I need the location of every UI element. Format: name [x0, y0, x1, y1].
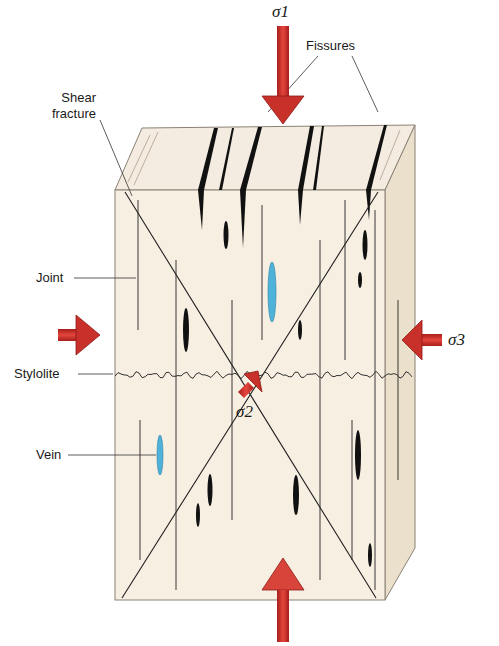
fissures-label: Fissures	[306, 38, 355, 54]
side-face	[385, 125, 415, 600]
stress-arrow	[262, 558, 304, 590]
veins	[157, 262, 276, 475]
stress-arrow	[277, 26, 289, 96]
joint-label: Joint	[36, 270, 63, 286]
front-face	[115, 190, 385, 600]
shear-fracture-lines	[122, 192, 378, 598]
stylolite-line	[115, 371, 412, 378]
stress-arrow	[422, 334, 442, 346]
joint-lines	[138, 200, 398, 590]
stress-label: σ1	[272, 2, 289, 22]
shear-fracture-label: Shear fracture	[34, 90, 96, 121]
fissure-lenses	[183, 221, 372, 567]
stress-label: σ2	[236, 402, 253, 422]
stress-arrow	[238, 366, 262, 398]
leader-lines	[68, 56, 378, 455]
top-face	[115, 125, 415, 190]
stress-arrow	[58, 329, 76, 341]
vein-label: Vein	[36, 447, 61, 463]
stress-label: σ3	[448, 330, 465, 350]
stylolite-label: Stylolite	[14, 366, 60, 382]
